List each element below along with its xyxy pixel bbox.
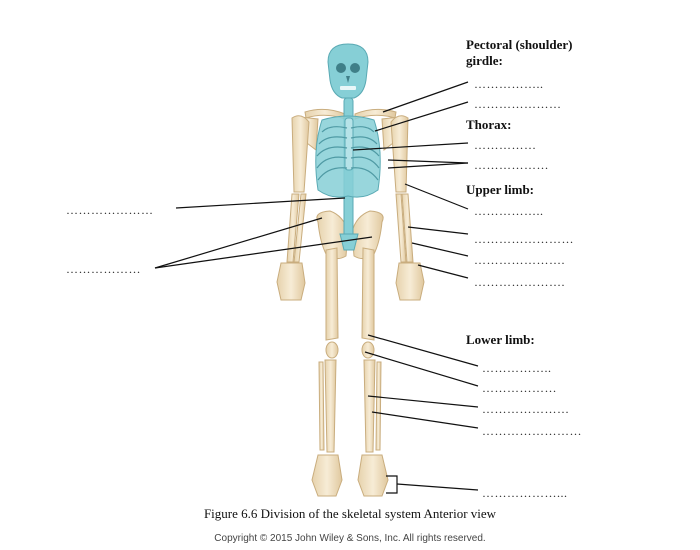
blank-left-2[interactable]: ……………… [66,262,141,276]
copyright-notice: Copyright © 2015 John Wiley & Sons, Inc.… [214,533,486,543]
right-patella [361,341,375,359]
blank-thorax-1[interactable]: …………… [474,138,537,152]
left-tibia [324,359,337,453]
appendicular-skeleton [276,108,425,497]
blank-pectoral-2[interactable]: ………………… [474,97,562,111]
leader-thorax-2 [387,159,469,164]
right-humerus [390,115,409,193]
leader-upper-3 [411,242,469,257]
left-patella [325,341,339,359]
axial-skeleton [315,43,381,251]
blank-lower-3[interactable]: ………………… [482,402,570,416]
blank-upper-4[interactable]: …………………. [474,275,565,289]
right-femur [361,247,375,341]
leader-left-2a [154,217,323,269]
blank-lower-1[interactable]: …………….. [482,361,552,375]
teeth [340,86,356,90]
left-humerus [291,115,310,193]
leader-upper-1 [404,183,469,210]
right-radius [401,193,414,263]
right-tibia [363,359,376,453]
blank-upper-3[interactable]: …………………. [474,253,565,267]
left-femur [325,247,339,341]
leader-thorax-2b [387,162,469,169]
leader-lower-5 [396,483,479,491]
left-radius [286,193,300,263]
right-hand [395,262,425,301]
sternum [344,117,354,171]
leader-lines [154,81,479,494]
label-thorax: Thorax: [466,117,512,132]
leader-thorax-1 [352,142,469,151]
blank-upper-1[interactable]: …………….. [474,204,544,218]
left-foot [311,454,343,497]
leader-left-2b [154,236,373,269]
blank-lower-5[interactable]: ………………... [482,486,568,500]
right-fibula [375,361,382,451]
rib-lines [316,126,380,181]
blank-lower-4[interactable]: …………………… [482,424,582,438]
leader-lower-1 [367,334,479,367]
left-orbit [336,63,346,73]
blank-upper-2[interactable]: …………………… [474,232,574,246]
label-girdle: girdle: [466,53,503,68]
leader-left-1 [175,197,346,209]
leader-pectoral-2 [374,101,469,132]
nasal-cavity [346,76,350,83]
skull [327,43,369,99]
leader-pectoral-1 [382,81,469,113]
leader-lower-2 [364,351,479,387]
leader-upper-2 [407,226,469,235]
leader-lower-3 [367,395,479,408]
blank-left-1[interactable]: ………………… [66,203,154,217]
figure-caption: Figure 6.6 Division of the skeletal syst… [203,506,497,521]
right-orbit [350,63,360,73]
blank-lower-2[interactable]: ……………… [482,381,557,395]
blank-pectoral-1[interactable]: …………….. [474,77,544,91]
skull-features [336,63,360,90]
left-fibula [318,361,325,451]
leader-lower-4 [371,411,479,429]
left-ulna [293,193,307,263]
label-upper-limb: Upper limb: [466,182,535,197]
right-foot [357,454,389,497]
label-lower-limb: Lower limb: [466,332,535,347]
label-pectoral: Pectoral (shoulder) [466,37,573,52]
blank-thorax-2[interactable]: ……………… [474,158,549,172]
left-hand [276,262,306,301]
leader-upper-4 [417,264,469,279]
sacrum [339,233,359,251]
right-ulna [395,193,407,263]
